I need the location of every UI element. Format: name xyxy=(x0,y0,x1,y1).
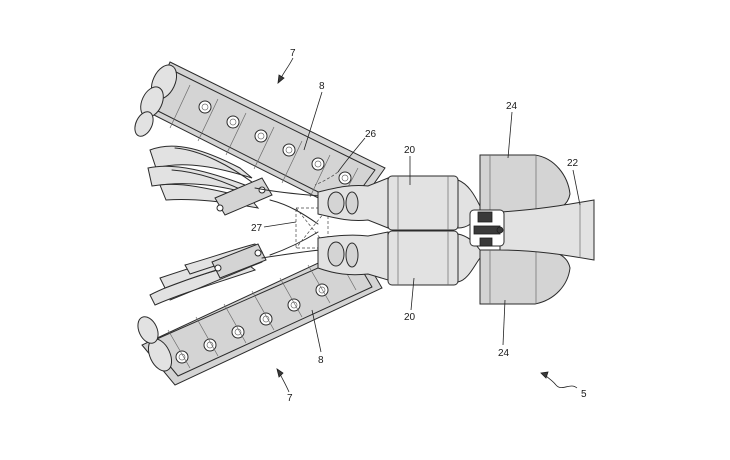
label-engine-bank-top: 7 xyxy=(290,48,296,59)
label-system: 5 xyxy=(581,389,587,400)
label-engine-bank-bottom: 7 xyxy=(287,393,293,404)
label-pipe-top: 20 xyxy=(404,145,416,156)
leader-lines xyxy=(263,57,581,393)
label-muffler-top: 24 xyxy=(506,101,518,112)
label-crossover: 27 xyxy=(251,223,263,234)
lower-catalyst-pipe xyxy=(317,230,481,286)
upper-muffler xyxy=(479,154,571,213)
upper-engine-bank xyxy=(134,61,386,216)
upper-catalyst-pipe xyxy=(317,175,481,231)
label-head-bottom: 8 xyxy=(318,355,324,366)
reference-labels: 7 8 26 20 24 22 27 20 24 8 7 5 xyxy=(251,48,587,404)
upper-spark-plug-bosses xyxy=(198,100,352,185)
lower-engine-bank xyxy=(137,243,383,386)
label-tailpipe: 22 xyxy=(567,158,579,169)
label-muffler-bottom: 24 xyxy=(498,348,510,359)
label-pipe-bottom: 20 xyxy=(404,312,416,323)
upper-exhaust-headers xyxy=(147,145,321,216)
valve-actuator xyxy=(469,209,505,247)
label-sensor-top: 26 xyxy=(365,129,377,140)
lower-exhaust-headers xyxy=(149,243,321,306)
tailpipe xyxy=(499,199,595,261)
lower-muffler xyxy=(479,249,571,305)
label-head-top: 8 xyxy=(319,81,325,92)
